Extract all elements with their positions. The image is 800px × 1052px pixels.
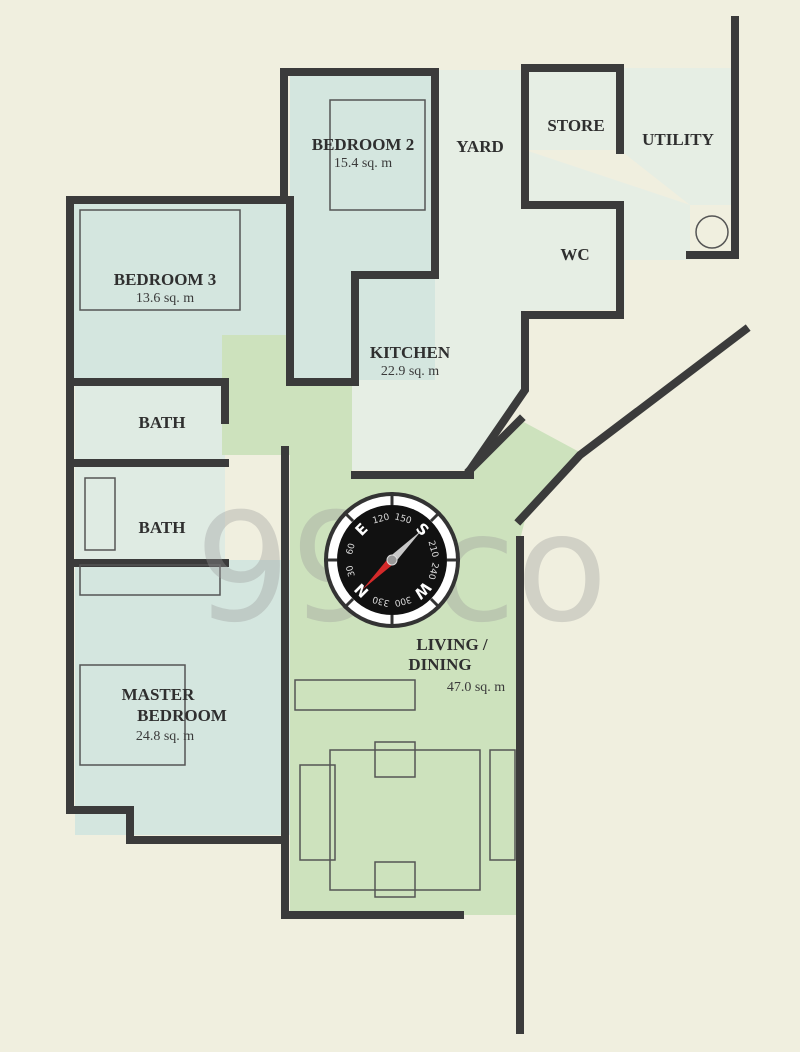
- room-bedroom2: [290, 72, 435, 382]
- area-bedroom2: 15.4 sq. m: [334, 156, 392, 171]
- area-master: 24.8 sq. m: [136, 729, 194, 744]
- corridor: [222, 335, 290, 455]
- room-master: [75, 560, 290, 835]
- compass-deg: 30: [345, 564, 358, 578]
- area-kitchen: 22.9 sq. m: [381, 364, 439, 379]
- label-store: STORE: [547, 116, 604, 135]
- label-living-1: LIVING /: [416, 635, 488, 654]
- label-bedroom3: BEDROOM 3: [114, 270, 216, 289]
- compass-deg: 150: [393, 512, 412, 526]
- compass-deg: 210: [426, 540, 440, 559]
- room-utility: [620, 68, 735, 205]
- compass-south-needle: [389, 530, 422, 563]
- label-bath2: BATH: [139, 518, 186, 537]
- area-living: 47.0 sq. m: [447, 680, 505, 695]
- room-bath1: [75, 385, 225, 460]
- walls: [66, 16, 751, 1034]
- compass-north-needle: [362, 557, 395, 590]
- room-kitchen-yard: [352, 70, 530, 470]
- compass-deg: 240: [425, 561, 439, 580]
- label-yard: YARD: [456, 137, 504, 156]
- label-utility: UTILITY: [642, 130, 714, 149]
- label-master-2: BEDROOM: [137, 706, 227, 725]
- compass-deg: 300: [393, 594, 412, 608]
- label-wc: WC: [560, 245, 589, 264]
- compass-deg: 60: [345, 542, 358, 556]
- room-bath2: [75, 465, 225, 560]
- compass-deg: 120: [372, 512, 391, 526]
- compass-deg: 330: [371, 593, 390, 607]
- label-living-2: DINING: [408, 655, 471, 674]
- room-wc-passage: [525, 150, 690, 310]
- area-bedroom3: 13.6 sq. m: [136, 291, 194, 306]
- label-bath1: BATH: [139, 413, 186, 432]
- label-kitchen: KITCHEN: [370, 343, 451, 362]
- furniture: [79, 99, 729, 898]
- room-store: [525, 68, 620, 150]
- label-bedroom2: BEDROOM 2: [312, 135, 414, 154]
- label-master-1: MASTER: [122, 685, 195, 704]
- compass: N E S W 30 60 120 150 210 240 300 330: [324, 492, 460, 628]
